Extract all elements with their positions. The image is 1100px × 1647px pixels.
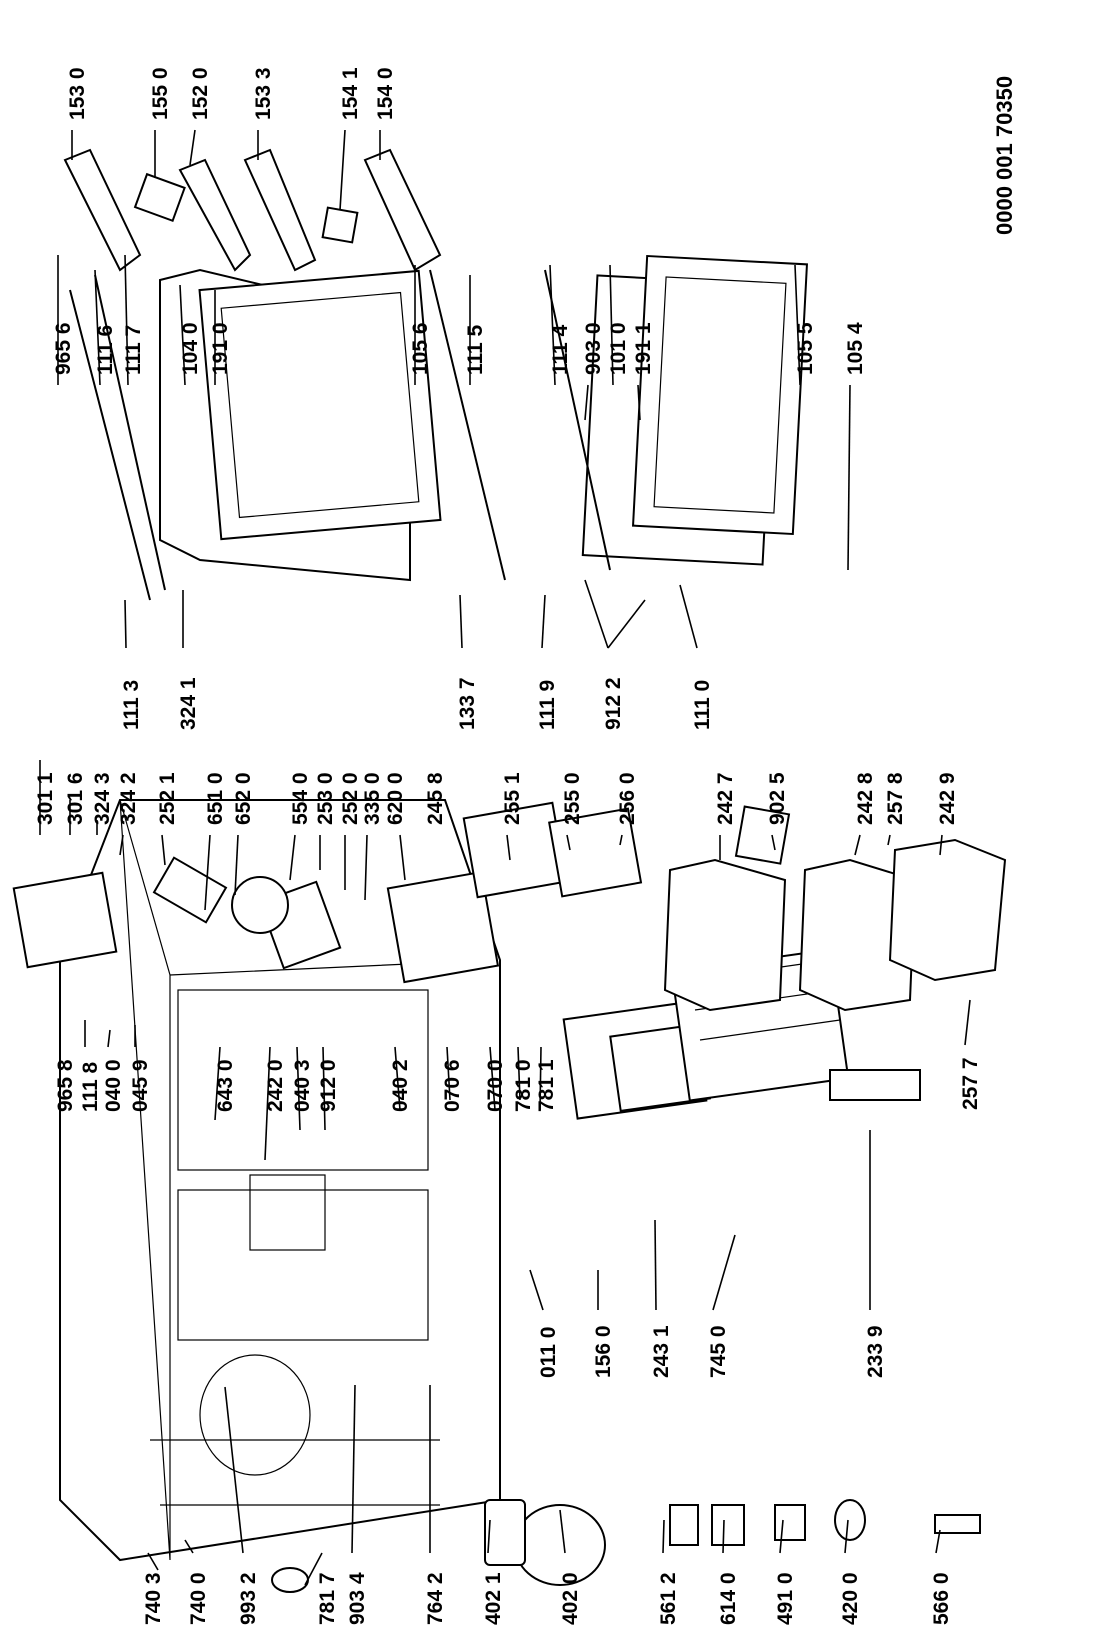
part-label: 105 4 <box>844 322 867 375</box>
part-label: 111 8 <box>79 1061 102 1112</box>
part-label: 420 0 <box>839 1572 862 1625</box>
part-label: 105 6 <box>409 322 432 375</box>
part-label: 902 5 <box>766 772 789 825</box>
part-label: 301 1 <box>34 772 57 825</box>
part-label: 154 0 <box>374 67 397 120</box>
part-label: 781 7 <box>316 1572 339 1625</box>
part-label: 620 0 <box>384 772 407 825</box>
part-label: 152 0 <box>189 67 212 120</box>
part-label: 040 0 <box>102 1059 125 1112</box>
part-label: 133 7 <box>456 677 479 730</box>
document-number: 0000 001 70350 <box>992 76 1017 235</box>
part-label: 651 0 <box>204 772 227 825</box>
part-label: 256 0 <box>616 772 639 825</box>
part-label: 764 2 <box>424 1572 447 1625</box>
part-label: 191 0 <box>209 322 232 375</box>
part-label: 554 0 <box>289 772 312 825</box>
part-label: 040 2 <box>389 1059 412 1112</box>
part-label: 156 0 <box>592 1325 615 1378</box>
part-label: 324 1 <box>177 677 200 730</box>
part-label: 111 9 <box>536 680 559 730</box>
compressor-drawing <box>271 1499 981 1593</box>
part-label: 154 1 <box>339 67 362 120</box>
part-label: 561 2 <box>657 1572 680 1625</box>
part-label: 242 8 <box>854 772 877 825</box>
part-label: 912 2 <box>602 677 625 730</box>
part-label: 233 9 <box>864 1325 887 1378</box>
part-label: 153 3 <box>252 67 275 120</box>
part-label: 153 0 <box>66 67 89 120</box>
part-label: 255 0 <box>561 772 584 825</box>
part-label: 253 0 <box>314 772 337 825</box>
leader-lines <box>39 129 971 1586</box>
part-label: 242 9 <box>936 772 959 825</box>
part-label: 242 0 <box>264 1059 287 1112</box>
doors-drawing <box>69 254 809 601</box>
part-label: 070 6 <box>441 1059 464 1112</box>
part-label: 301 6 <box>64 772 87 825</box>
part-label: 643 0 <box>214 1059 237 1112</box>
part-label: 104 0 <box>179 322 202 375</box>
cabinet-drawing <box>59 799 501 1562</box>
part-label: 245 8 <box>424 772 447 825</box>
part-label: 781 1 <box>535 1059 558 1112</box>
part-label: 011 0 <box>537 1327 560 1378</box>
part-label: 912 0 <box>317 1059 340 1112</box>
part-label: 111 4 <box>549 324 572 375</box>
part-label: 252 1 <box>156 772 179 825</box>
part-label: 070 0 <box>484 1059 507 1112</box>
part-labels: 740 3 740 0 993 2 781 7 903 4 764 2 402 … <box>34 67 982 1625</box>
part-label: 242 7 <box>714 772 737 825</box>
part-label: 252 0 <box>339 772 362 825</box>
fridge-interior-drawing <box>12 801 643 984</box>
part-label: 243 1 <box>650 1325 673 1378</box>
part-label: 491 0 <box>774 1572 797 1625</box>
part-label: 111 3 <box>120 680 143 730</box>
part-label: 335 0 <box>361 772 384 825</box>
part-label: 965 6 <box>52 322 75 375</box>
part-label: 045 9 <box>129 1059 152 1112</box>
part-label: 745 0 <box>707 1325 730 1378</box>
part-label: 155 0 <box>149 67 172 120</box>
part-label: 903 4 <box>346 1572 369 1625</box>
part-label: 740 3 <box>142 1572 165 1625</box>
part-label: 324 3 <box>91 772 114 825</box>
part-label: 105 5 <box>794 322 817 375</box>
part-label: 257 8 <box>884 772 907 825</box>
part-label: 402 0 <box>559 1572 582 1625</box>
part-label: 324 2 <box>117 772 140 825</box>
part-label: 614 0 <box>717 1572 740 1625</box>
part-label: 111 6 <box>94 325 117 375</box>
part-label: 255 1 <box>501 772 524 825</box>
part-label: 781 0 <box>512 1059 535 1112</box>
part-label: 965 8 <box>54 1059 77 1112</box>
part-label: 740 0 <box>187 1572 210 1625</box>
part-label: 257 7 <box>959 1057 982 1110</box>
part-label: 111 0 <box>691 680 714 730</box>
part-label: 111 5 <box>464 324 487 375</box>
part-label: 566 0 <box>930 1572 953 1625</box>
part-label: 993 2 <box>237 1572 260 1625</box>
part-label: 101 0 <box>607 322 630 375</box>
part-label: 402 1 <box>482 1572 505 1625</box>
part-label: 191 1 <box>632 322 655 375</box>
door-bins-drawing <box>63 148 442 272</box>
part-label: 652 0 <box>232 772 255 825</box>
part-label: 111 7 <box>122 325 145 375</box>
part-label: 903 0 <box>582 322 605 375</box>
drawers-drawing <box>663 805 1007 1012</box>
part-label: 040 3 <box>291 1059 314 1112</box>
